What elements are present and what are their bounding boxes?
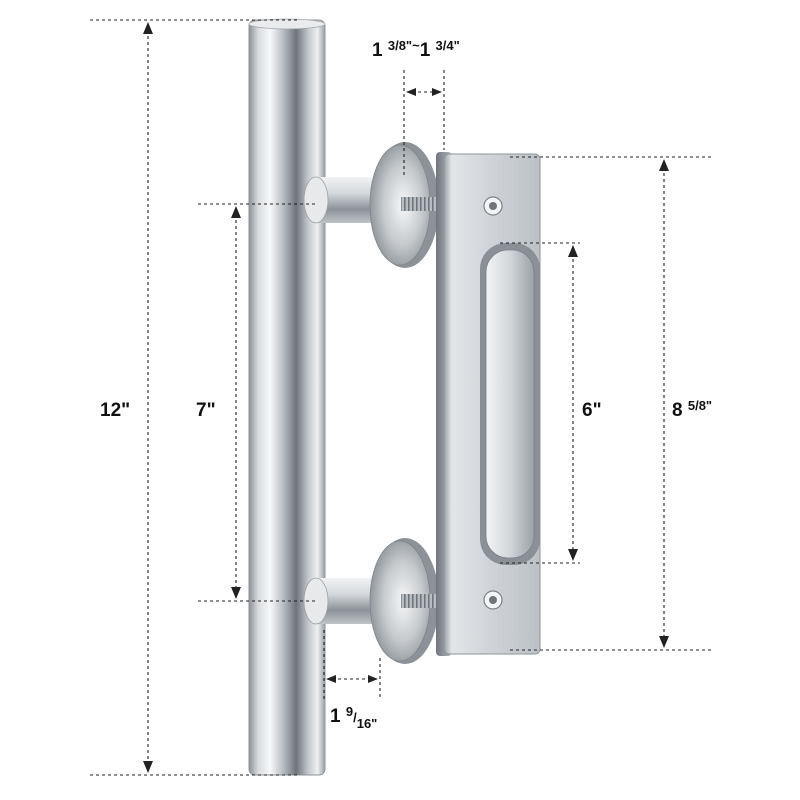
dim-line-plate-height: [510, 156, 712, 651]
label-plate-height-fraction: 5/8": [688, 398, 712, 413]
dim-line-mount-spacing: [198, 203, 318, 602]
plate-finger-slot: [480, 243, 540, 565]
lower-rosette-disc: [369, 538, 439, 664]
label-door-thickness-a-whole: 1: [372, 40, 388, 61]
lower-standoff: [303, 577, 372, 625]
plate-screw-hole-top: [483, 196, 503, 216]
handle-bar: [248, 18, 326, 776]
label-door-thickness-b-whole: 1: [420, 40, 436, 61]
label-slot-length: 6": [582, 400, 602, 421]
label-door-thickness-b-fraction: 3/4": [436, 38, 460, 53]
plate-screw-hole-bottom: [483, 590, 503, 610]
upper-threaded-bolt: [401, 197, 445, 211]
label-standoff-denominator: 16": [357, 716, 378, 731]
dim-line-standoff: [323, 630, 381, 700]
label-plate-height: 8 5/8": [672, 398, 712, 421]
label-standoff-numerator: 9: [346, 704, 353, 719]
upper-standoff: [303, 176, 372, 224]
label-door-thickness: 1 3/8"~1 3/4": [372, 38, 460, 61]
label-standoff-slash: /: [353, 710, 357, 725]
label-overall-length: 12": [100, 400, 130, 421]
dimension-lines: [90, 19, 712, 776]
dim-line-door-thickness: [403, 70, 445, 175]
lower-threaded-bolt: [401, 594, 445, 608]
label-mount-spacing: 7": [196, 400, 216, 421]
label-door-thickness-a-fraction: 3/8"~: [388, 38, 420, 53]
label-standoff-whole: 1: [330, 706, 346, 727]
label-standoff: 1 9/16": [330, 704, 377, 731]
dim-line-overall-length: [90, 19, 300, 776]
label-plate-height-whole: 8: [672, 400, 688, 421]
dim-line-slot-length: [500, 242, 580, 564]
